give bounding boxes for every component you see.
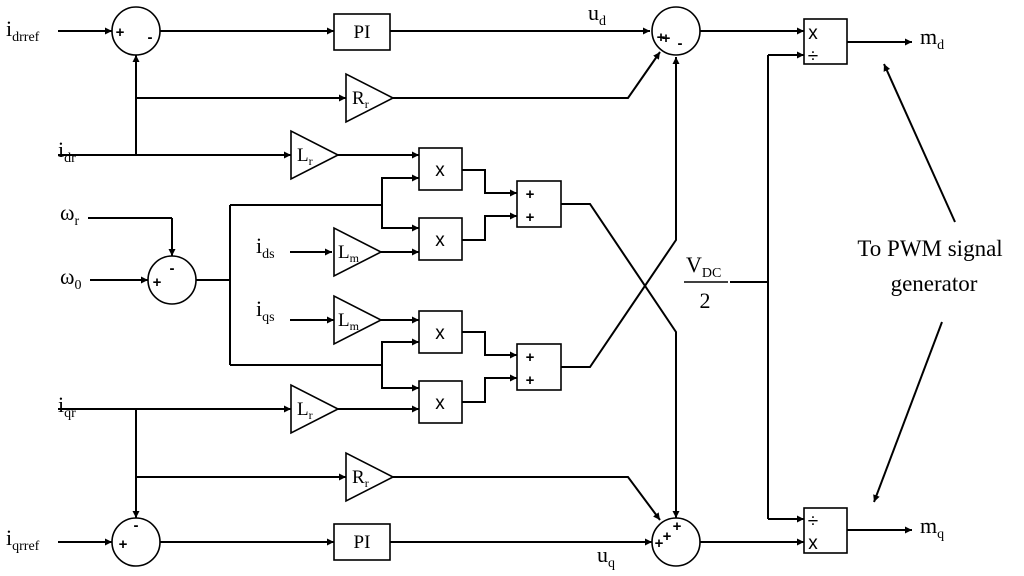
sign-minus: - bbox=[134, 517, 139, 534]
gain-rr-q: Rr bbox=[345, 451, 395, 503]
multiplier-3: x bbox=[418, 310, 463, 354]
wire-m3-add2 bbox=[462, 331, 517, 359]
sum-slip: - + bbox=[147, 255, 197, 305]
wire-slip-m4 bbox=[381, 365, 419, 392]
divider-q: ÷ x bbox=[803, 507, 848, 554]
multiplier-1: x bbox=[418, 147, 463, 191]
multiplier-2: x bbox=[418, 217, 463, 261]
wires bbox=[58, 27, 956, 546]
sum-uq: + + + bbox=[651, 517, 701, 567]
gain-rr-d: Rr bbox=[345, 72, 395, 124]
gain-label: Rr bbox=[352, 467, 369, 490]
wire-slip-m2 bbox=[381, 205, 419, 232]
wire-add1-uq bbox=[561, 203, 680, 518]
annotation-line-1: To PWM signal bbox=[857, 236, 1002, 261]
annotation-arrow-down bbox=[873, 321, 943, 503]
sum-idr-error: + - bbox=[111, 6, 161, 56]
sign-plus: + bbox=[663, 528, 672, 545]
sign-minus: - bbox=[678, 35, 683, 52]
wire-add2-ud bbox=[561, 57, 680, 368]
gain-lm-ds: Lm bbox=[333, 226, 383, 278]
pwm-annotation: To PWM signal generator bbox=[857, 236, 1002, 296]
gain-label: Lm bbox=[338, 310, 360, 333]
sign-minus: - bbox=[170, 260, 175, 277]
adder-2: + + bbox=[516, 343, 562, 391]
signal-uq: uq bbox=[597, 542, 615, 571]
wire-slip-m1 bbox=[381, 174, 419, 205]
divider-d: x ÷ bbox=[803, 18, 848, 67]
sign-plus: + bbox=[526, 186, 535, 203]
gain-lr-q: Lr bbox=[290, 383, 340, 435]
sign-plus: + bbox=[655, 535, 664, 552]
gain-label: Lm bbox=[338, 242, 360, 265]
sign-plus: + bbox=[662, 30, 671, 47]
pi-label: PI bbox=[354, 532, 371, 553]
wire-rr2-sum bbox=[393, 476, 661, 521]
output-mq: mq bbox=[920, 513, 944, 542]
wire-m2-add1 bbox=[462, 212, 517, 241]
annotation-line-2: generator bbox=[891, 271, 978, 296]
sign-plus: + bbox=[673, 518, 682, 535]
gain-label: Rr bbox=[352, 88, 369, 111]
input-iqr: iqr bbox=[58, 392, 76, 421]
multiplier-4: x bbox=[418, 380, 463, 424]
wire-slip-m3 bbox=[381, 338, 419, 365]
pi-label: PI bbox=[354, 22, 371, 43]
multiply-symbol: x bbox=[435, 323, 445, 344]
sign-plus: + bbox=[153, 274, 162, 291]
output-md: md bbox=[920, 24, 944, 53]
input-ids: ids bbox=[256, 233, 275, 262]
sign-plus: + bbox=[526, 349, 535, 366]
input-omega-r: ωr bbox=[60, 200, 79, 229]
input-idr: idr bbox=[58, 137, 76, 166]
divide-symbol: ÷ bbox=[808, 46, 818, 67]
multiply-symbol: x bbox=[808, 533, 818, 554]
wire-m4-add2 bbox=[462, 374, 517, 403]
divide-symbol: ÷ bbox=[808, 511, 818, 532]
sign-minus: - bbox=[148, 29, 153, 46]
sum-iqr-error: - + bbox=[111, 517, 161, 567]
pi-controller-q: PI bbox=[333, 523, 391, 561]
wire-rr-sum bbox=[393, 51, 661, 99]
wire-m1-add1 bbox=[462, 169, 517, 197]
sum-ud: + + - bbox=[651, 6, 701, 56]
input-omega-0: ω0 bbox=[60, 264, 81, 293]
pi-controller-d: PI bbox=[333, 13, 391, 51]
sign-plus: + bbox=[116, 24, 125, 41]
adder-1: + + bbox=[516, 180, 562, 228]
vdc-half-label: VDC 2 bbox=[684, 252, 728, 313]
multiply-symbol: x bbox=[435, 230, 445, 251]
annotation-arrow-up bbox=[883, 63, 956, 223]
multiply-symbol: x bbox=[435, 160, 445, 181]
signal-ud: ud bbox=[588, 0, 606, 29]
gain-lm-qs: Lm bbox=[333, 294, 383, 346]
sign-plus: + bbox=[657, 29, 666, 46]
vdc-numerator: VDC bbox=[686, 252, 721, 281]
multiply-symbol: x bbox=[808, 23, 818, 44]
gain-label: Lr bbox=[297, 399, 313, 422]
gain-label: Lr bbox=[297, 145, 313, 168]
sign-plus: + bbox=[526, 372, 535, 389]
sign-plus: + bbox=[526, 209, 535, 226]
input-iqs: iqs bbox=[256, 296, 275, 325]
vdc-denominator: 2 bbox=[700, 288, 711, 313]
multiply-symbol: x bbox=[435, 393, 445, 414]
input-idr-ref: idrref bbox=[6, 16, 40, 45]
sign-plus: + bbox=[119, 536, 128, 553]
gain-lr-d: Lr bbox=[290, 129, 340, 181]
input-iqr-ref: iqrref bbox=[6, 525, 40, 554]
